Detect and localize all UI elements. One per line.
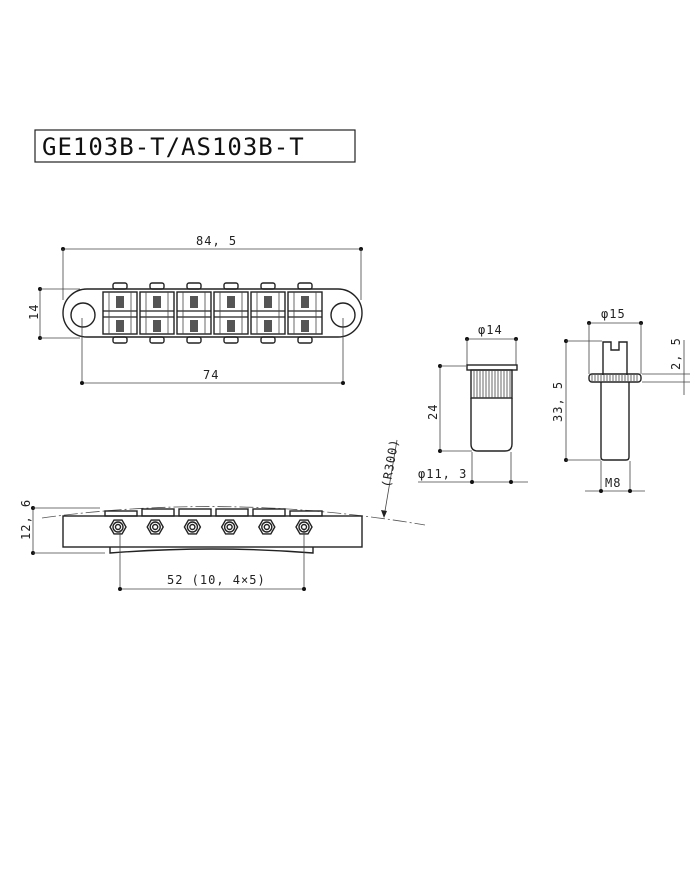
bridge-top-view: 84, 5 14 74 xyxy=(27,234,363,385)
dim-wheel-thickness: 2, 5 xyxy=(669,337,683,370)
dim-ferrule-flange: φ14 xyxy=(478,323,503,337)
dim-overall-length: 84, 5 xyxy=(196,234,237,248)
saddle xyxy=(250,282,286,344)
dim-post-spacing: 74 xyxy=(203,368,219,382)
dim-thread: M8 xyxy=(605,476,621,490)
dim-ferrule-body: φ11, 3 xyxy=(418,467,467,481)
dim-string-spacing: 52 (10, 4×5) xyxy=(167,573,266,587)
saddle-side xyxy=(252,508,286,535)
title-text: GE103B-T/AS103B-T xyxy=(42,133,305,161)
dim-radius: (R300) xyxy=(379,437,401,488)
saddle-side xyxy=(104,510,138,535)
dim-side-height: 12, 6 xyxy=(19,499,33,540)
saddle-side xyxy=(141,508,175,535)
saddle-side xyxy=(178,508,212,535)
title-box: GE103B-T/AS103B-T xyxy=(34,129,356,163)
saddle xyxy=(139,282,175,344)
saddle-side xyxy=(215,508,249,535)
saddle-side xyxy=(289,510,323,535)
bridge-side-view: 12, 6 52 (10, 4×5) (R300) xyxy=(19,437,426,591)
dim-height: 14 xyxy=(27,304,41,320)
dim-post-wheel: φ15 xyxy=(601,307,626,321)
dim-ferrule-length: 24 xyxy=(426,404,440,420)
saddle xyxy=(213,282,249,344)
saddle xyxy=(176,282,212,344)
dim-post-length: 33, 5 xyxy=(551,381,565,422)
ferrule-drawing: φ14 24 φ11, 3 xyxy=(418,323,528,484)
post-drawing: φ15 33, 5 2, 5 M8 xyxy=(551,307,690,493)
saddle xyxy=(102,282,138,344)
saddle xyxy=(287,282,323,344)
